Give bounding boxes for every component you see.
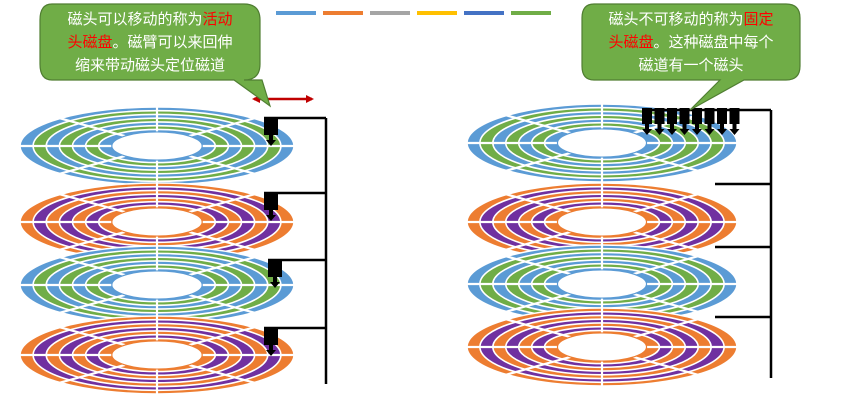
disk-spindle-hole [556, 269, 648, 299]
read-write-head-icon [264, 327, 278, 356]
movable-head-disk-stack [17, 106, 297, 395]
sector-divider [57, 192, 126, 214]
callout-left-line-1: 磁头可以移动的称为活动 [67, 10, 232, 28]
callout-right-line-2: 头磁盘。这种磁盘中每个 [608, 33, 773, 51]
callout-text-segment: 磁头不可移动的称为 [608, 10, 743, 28]
movable-head-callout: 磁头可以移动的称为活动 头磁盘。磁臂可以来回伸 缩来带动磁头定位磁道 [39, 3, 272, 108]
callout-left-line-3: 缩来带动磁头定位磁道 [75, 56, 225, 74]
highlight-term: 活动 [203, 10, 233, 28]
color-legend-bar [276, 11, 551, 15]
read-write-head-icon [654, 108, 665, 135]
sector-divider [57, 363, 126, 385]
legend-swatch [370, 11, 410, 15]
sector-divider [57, 116, 126, 138]
disk-platter [464, 307, 740, 387]
disk-spindle-hole [111, 340, 203, 370]
callout-left-line-2: 头磁盘。磁臂可以来回伸 [67, 33, 232, 51]
sector-divider [57, 293, 126, 315]
sector-divider [633, 230, 700, 252]
read-write-head-icon [268, 259, 282, 288]
disk-platter [17, 182, 297, 262]
disk-spindle-hole [556, 332, 648, 362]
legend-swatch [323, 11, 363, 15]
sector-divider [504, 151, 571, 173]
read-write-head-icon [692, 108, 702, 135]
sector-divider [504, 230, 571, 252]
sector-divider [57, 154, 126, 176]
disk-platter [464, 103, 740, 183]
sector-divider [633, 254, 700, 276]
read-write-head-icon [667, 108, 677, 135]
read-write-head-icon [729, 108, 740, 135]
disk-spindle-hole [111, 207, 203, 237]
sector-divider [633, 192, 700, 214]
movable-disk-arm [264, 116, 328, 384]
sector-divider [188, 255, 257, 277]
read-write-head-icon [704, 108, 715, 135]
sector-divider [57, 255, 126, 277]
sector-divider [188, 192, 257, 214]
fixed-head-disk-stack [464, 103, 740, 387]
read-write-head-icon [642, 108, 652, 135]
callout-text-segment: 磁道有一个磁头 [638, 56, 743, 74]
sector-divider [504, 113, 571, 135]
legend-swatch [511, 11, 551, 15]
sector-divider [633, 151, 700, 173]
callout-text-segment: 缩来带动磁头定位磁道 [75, 56, 225, 74]
disk-platter [17, 315, 297, 395]
sector-divider [504, 192, 571, 214]
highlight-term: 固定 [744, 10, 774, 28]
disk-platter [464, 244, 740, 324]
sector-divider [188, 293, 257, 315]
disk-platter [17, 106, 297, 186]
legend-swatch [464, 11, 504, 15]
legend-swatch [276, 11, 316, 15]
disk-spindle-hole [111, 270, 203, 300]
disk-spindle-hole [556, 207, 648, 237]
callout-text-segment: 磁头可以移动的称为 [67, 10, 202, 28]
sector-divider [188, 230, 257, 252]
sector-divider [504, 254, 571, 276]
disk-platter [464, 182, 740, 262]
sector-divider [504, 355, 571, 377]
highlight-term: 头磁盘 [67, 33, 112, 51]
read-write-head-icon [717, 108, 727, 135]
callout-text-segment: 。磁臂可以来回伸 [113, 33, 233, 51]
sector-divider [188, 325, 257, 347]
sector-divider [188, 116, 257, 138]
sector-divider [633, 317, 700, 339]
read-write-head-icon [679, 108, 690, 135]
sector-divider [504, 292, 571, 314]
callout-right-line-1: 磁头不可移动的称为固定 [608, 10, 773, 28]
fixed-disk-arm [642, 108, 773, 378]
disk-platter [17, 245, 297, 325]
sector-divider [188, 154, 257, 176]
highlight-term: 头磁盘 [608, 33, 653, 51]
sector-divider [633, 355, 700, 377]
sector-divider [57, 230, 126, 252]
disk-spindle-hole [111, 131, 203, 161]
legend-swatch [417, 11, 457, 15]
sector-divider [633, 292, 700, 314]
sector-divider [188, 363, 257, 385]
callout-right-line-3: 磁道有一个磁头 [638, 56, 743, 74]
sector-divider [57, 325, 126, 347]
sector-divider [504, 317, 571, 339]
disk-spindle-hole [556, 128, 648, 158]
read-write-head-icon [264, 117, 278, 146]
read-write-head-icon [264, 192, 278, 221]
callout-text-segment: 。这种磁盘中每个 [654, 33, 774, 51]
fixed-head-callout: 磁头不可移动的称为固定 头磁盘。这种磁盘中每个 磁道有一个磁头 [581, 3, 801, 111]
